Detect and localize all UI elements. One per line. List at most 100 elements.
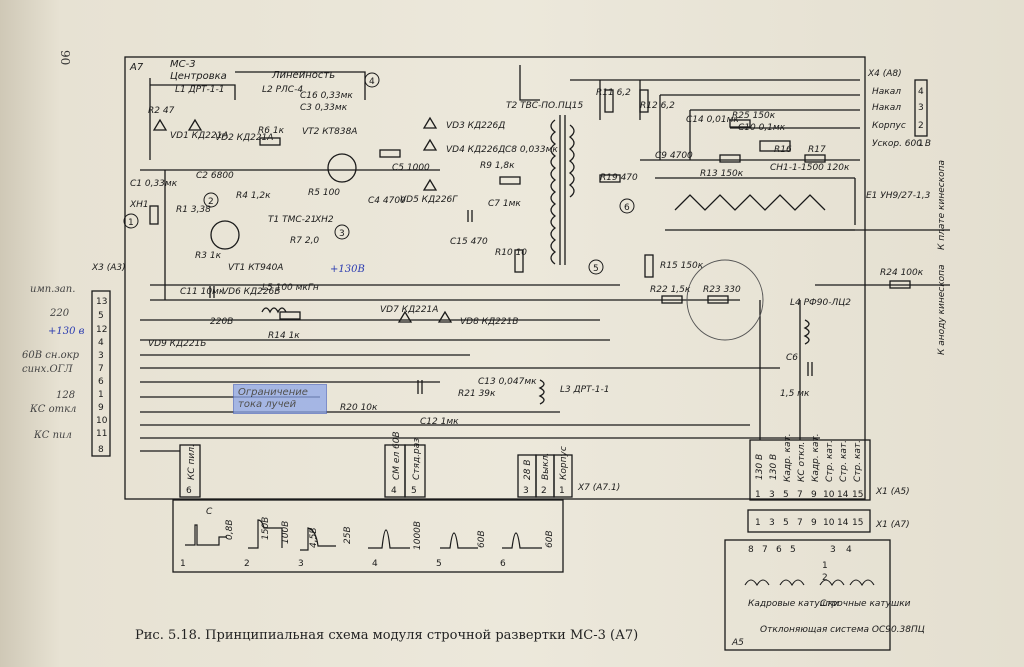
x3-pin: 11 [96, 429, 107, 439]
label-XH2: XH2 [314, 215, 334, 225]
label-R15: R15 150к [660, 261, 704, 271]
rstrip-label: Стр. кат. [853, 440, 863, 482]
rstrip-pin: 1 [755, 518, 761, 528]
label-C11v: 220В [210, 317, 233, 327]
module-sub: Центровка [170, 71, 227, 82]
x7-id: X7 (А7.1) [577, 483, 620, 493]
figure-caption: Рис. 5.18. Принципиальная схема модуля с… [135, 628, 639, 643]
waveform-number: 5 [436, 559, 442, 569]
x4-row-label: Ускор. 600 В [872, 139, 931, 149]
defl-pin: 3 [830, 545, 836, 555]
waveform-amplitude: 60В [477, 530, 487, 548]
x3-pin: 8 [98, 445, 104, 455]
rstrip-pin: 3 [769, 518, 775, 528]
x3-pin: 4 [98, 338, 104, 348]
waveform-number: 3 [298, 559, 304, 569]
defl-pin: 6 [776, 545, 782, 555]
label-C6v: 1,5 мк [780, 389, 810, 399]
module-name: МС-3 [170, 59, 196, 70]
defl-pin: 1 [822, 561, 828, 571]
rstrip-pin: 3 [769, 490, 775, 500]
label-R19: R19 470 [600, 173, 638, 183]
label-C2: C2 6800 [196, 171, 234, 181]
defl-pin: 2 [822, 573, 828, 583]
label-R13: R13 150к [700, 169, 744, 179]
label-R10: R10 10 [495, 248, 527, 258]
right-strip: 130 В 130 В Кадр. кат. КС откл. Кадр. ка… [755, 433, 910, 530]
label-R25: R25 150к [732, 111, 776, 121]
label-R17: R17 [808, 145, 826, 155]
rstrip-pin: 10 [823, 518, 835, 528]
label-E1: Е1 УН9/27-1,3 [866, 191, 931, 201]
label-VD7: VD7 КД221А [380, 305, 438, 315]
label-C11: C11 10мк [180, 287, 225, 297]
rstrip-pin: 5 [783, 490, 789, 500]
x4-row-label: Накал [872, 103, 901, 113]
x3-handwritten-notes: имп.зап. 220 +130 в 60В сн.окр синх.ОГЛ … [22, 284, 85, 441]
waveform-amplitude-extra: 150В [261, 517, 271, 540]
rstrip-pin: 7 [797, 490, 803, 500]
strip-label: Выкл. [541, 453, 551, 480]
waveform-number: 4 [372, 559, 378, 569]
label-VD9: VD9 КД221Б [148, 339, 206, 349]
stamp-text: Ограничение тока лучей [238, 387, 308, 410]
x4-row-pin: 1 [918, 139, 924, 149]
x3-pins: 13 5 12 4 3 7 6 1 9 10 11 8 [96, 297, 108, 455]
label-VD1: VD1 КД221А [170, 131, 228, 141]
label-C9: C9 4700 [655, 151, 693, 161]
module-frame [124, 56, 866, 500]
strip-label: СМ ел 60В [392, 431, 402, 480]
x3-pin: 5 [98, 311, 104, 321]
x3-pin: 13 [96, 297, 107, 307]
x4-row-label: Корпус [872, 121, 906, 131]
label-R21: R21 39к [458, 389, 496, 399]
strip-pin: 4 [391, 486, 397, 496]
mark-6: 6 [624, 203, 630, 213]
label-R22: R22 1,5к [650, 285, 691, 295]
label-R24: R24 100к [880, 268, 924, 278]
bottom-strip: 6 4 5 3 2 1 КС пил. СМ ел 60В Стяд.раз 2… [186, 431, 620, 496]
x4-id: X4 (А8) [867, 69, 902, 79]
rstrip-pin: 15 [852, 518, 863, 528]
rstrip-label: Стр. кат. [839, 440, 849, 482]
rstrip-label: 130 В [755, 454, 765, 480]
x3-pin: 9 [98, 403, 104, 413]
label-L4: L4 РФ90-ЛЦ2 [790, 298, 851, 308]
strip-pin: 1 [559, 486, 565, 496]
label-C14: C14 0,01мк [686, 115, 739, 125]
label-C7: C7 1мк [488, 199, 521, 209]
mark-5: 5 [593, 264, 599, 274]
x3-pin: 10 [96, 416, 108, 426]
rstrip-label: Стр. кат. [825, 440, 835, 482]
deflection-system: 8 7 6 5 3 4 1 2 Кадровые катушки Строчны… [731, 545, 925, 648]
note-handwritten: 60В сн.окр [22, 350, 80, 361]
strip-pin: 6 [186, 486, 192, 496]
note-handwritten: имп.зап. [30, 284, 75, 295]
x3-pin: 12 [96, 325, 107, 335]
label-C3: C3 0,33мк [300, 103, 348, 113]
rstrip-pin: 5 [783, 518, 789, 528]
strip-label: Корпус [559, 446, 569, 480]
note-handwritten: 220 [49, 308, 70, 319]
label-R7: R7 2,0 [290, 236, 319, 246]
rstrip-label: КС откл. [797, 442, 807, 482]
x3-pin: 1 [98, 390, 104, 400]
defl-pin: 5 [790, 545, 796, 555]
note-handwritten: КС пил [33, 430, 72, 441]
x3-id: X3 (А3) [91, 263, 126, 273]
deflection-id: А5 [731, 638, 744, 648]
label-VT1: VT1 КТ940А [228, 263, 283, 273]
label-XH1: XH1 [129, 200, 149, 210]
component-labels: L1 ДРТ-1-1 R2 47 VD1 КД221А VD2 КД221А R… [129, 85, 931, 427]
rstrip-label: 130 В [769, 454, 779, 480]
x4-row-label: Накал [872, 87, 901, 97]
x3-pin: 7 [98, 364, 104, 374]
waveform-amplitude: 60В [545, 530, 555, 548]
rstrip-pin: 9 [811, 490, 817, 500]
label-C8: C8 0,033мк [505, 145, 558, 155]
label-C15: C15 470 [450, 237, 488, 247]
label-R6: R6 1к [258, 126, 285, 136]
x1-a5-id: X1 (А5) [875, 487, 910, 497]
label-R5: R5 100 [308, 188, 340, 198]
